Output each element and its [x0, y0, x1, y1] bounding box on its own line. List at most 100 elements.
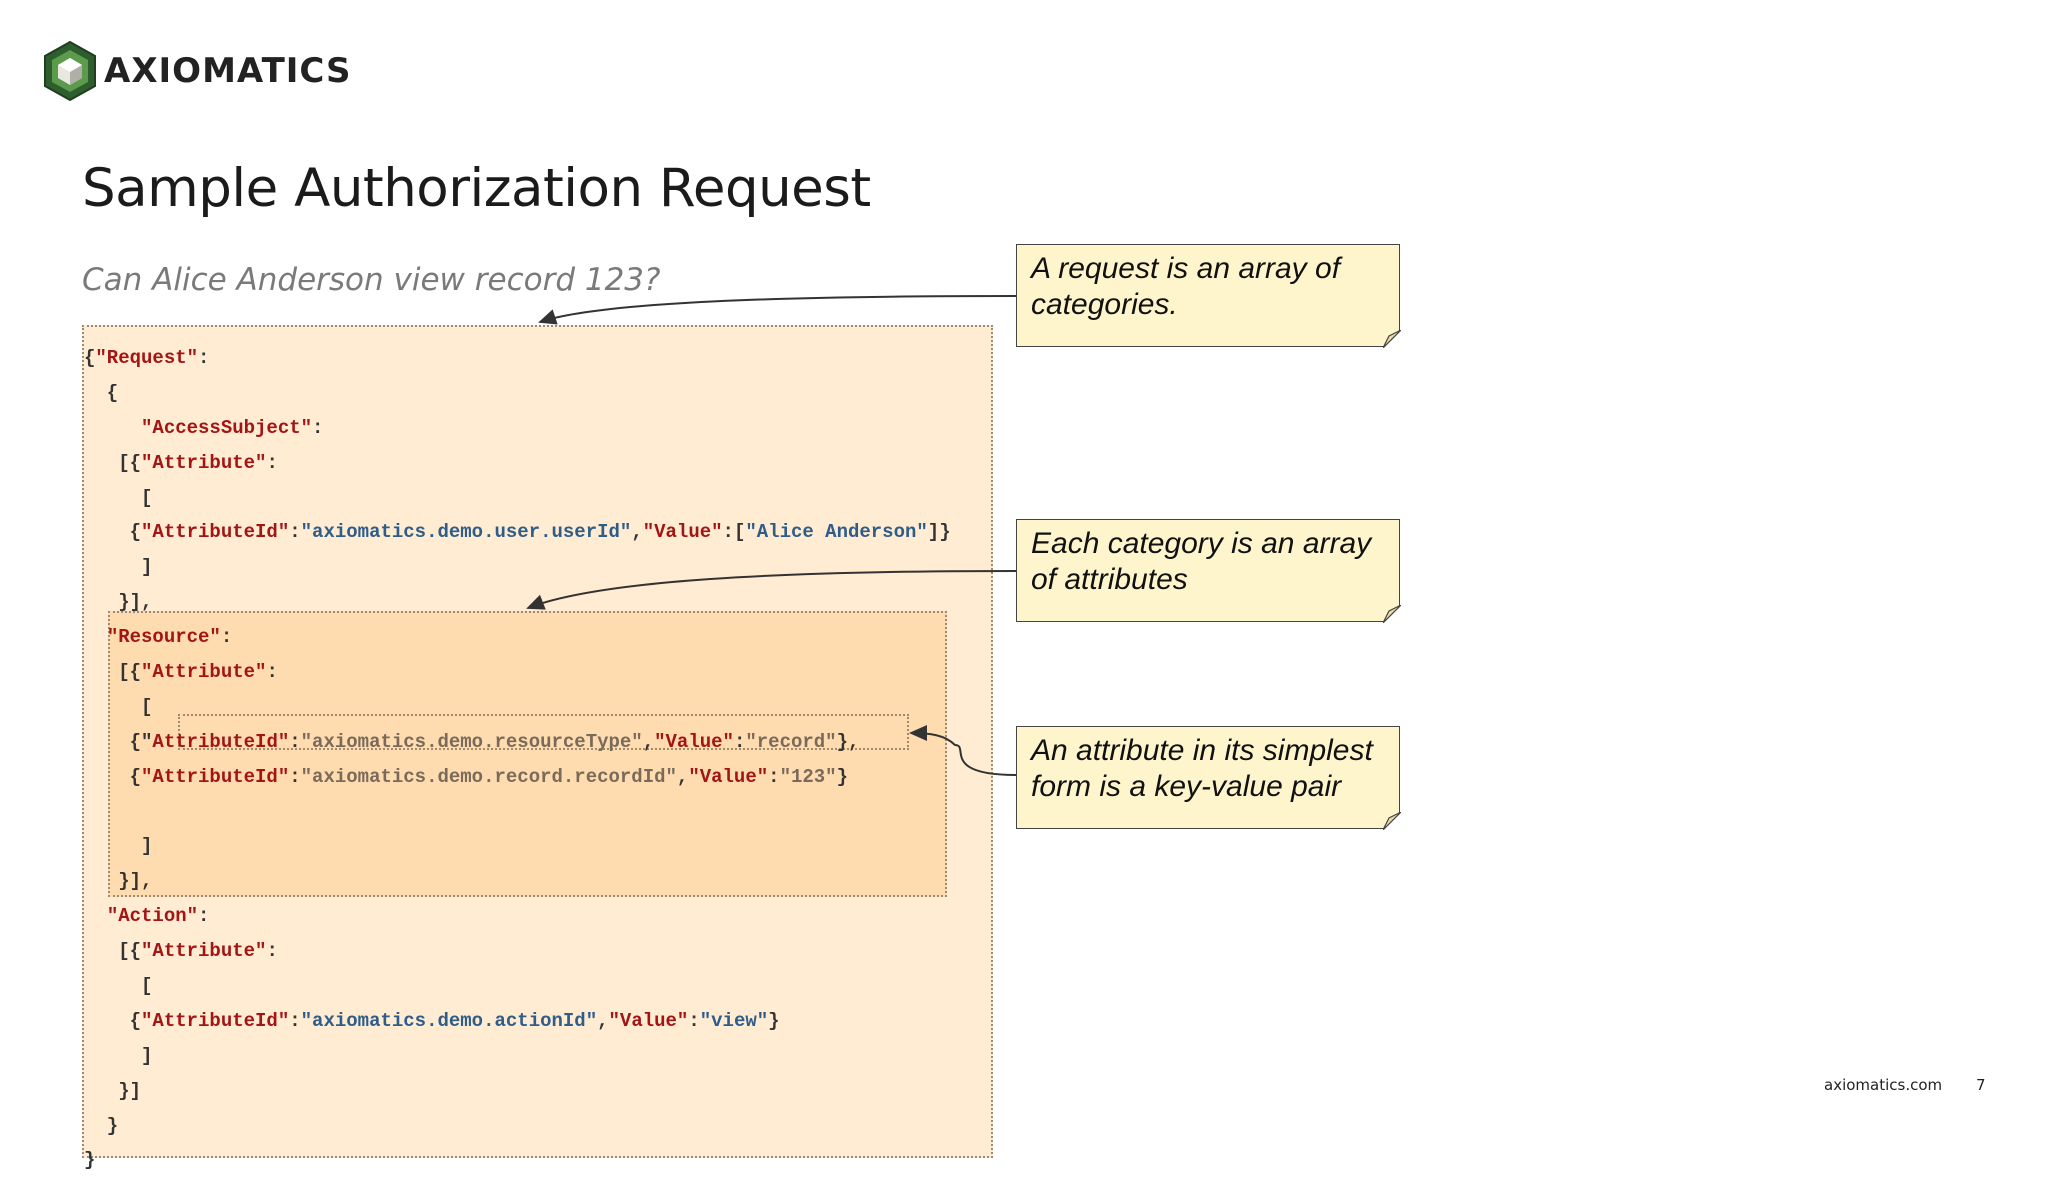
code-line: [ [84, 969, 951, 1004]
code-token: , [676, 765, 689, 788]
code-token: } [84, 1149, 96, 1172]
code-token: , [642, 730, 655, 753]
code-token: { [84, 381, 119, 404]
arrow-request [538, 295, 1017, 325]
code-token: : [768, 765, 780, 788]
code-token: "Action" [106, 905, 199, 928]
code-token: : [198, 347, 210, 369]
code-token: : [220, 626, 233, 649]
code-token: [ [84, 695, 153, 718]
code-token: , [597, 1009, 609, 1032]
code-token: }, [836, 730, 860, 753]
code-line: {"Request": [84, 341, 951, 376]
code-token: {" [84, 730, 153, 753]
code-token: : [198, 905, 210, 928]
code-token: "Alice Anderson" [745, 521, 928, 544]
code-token: : [289, 1009, 301, 1032]
code-line: ] [84, 1039, 951, 1074]
slide-title: Sample Authorization Request [82, 158, 871, 219]
code-token: "123" [779, 765, 837, 788]
code-line [84, 795, 951, 830]
code-token: : [266, 940, 278, 963]
code-token: { [84, 765, 142, 788]
code-token: }] [84, 1079, 142, 1102]
code-line: "Action": [84, 899, 951, 934]
code-token: "Attribute" [141, 940, 267, 963]
code-token: "record" [745, 730, 837, 753]
code-token: : [289, 765, 301, 788]
note-line: Each category is an array [1031, 527, 1372, 560]
code-line: { [84, 376, 951, 411]
code-token: "AttributeId" [141, 1009, 290, 1032]
note-line: of attributes [1031, 563, 1188, 596]
code-token: , [631, 521, 643, 544]
code-token: : [266, 451, 278, 474]
code-line: }], [84, 585, 951, 620]
code-token: : [289, 521, 301, 544]
code-token: }], [84, 591, 153, 614]
code-token: [{ [84, 451, 142, 474]
code-line: {"AttributeId":"axiomatics.demo.record.r… [84, 760, 951, 795]
note-request-array: A request is an array of categories. [1016, 244, 1401, 348]
code-line: [ [84, 481, 951, 516]
code-token: "Resource" [106, 626, 221, 649]
resource-category-box [108, 611, 947, 897]
code-token: { [84, 347, 96, 369]
slide-subtitle: Can Alice Anderson view record 123? [82, 262, 661, 298]
code-line: ] [84, 550, 951, 585]
page-number: 7 [1976, 1076, 1986, 1094]
code-token: "axiomatics.demo.user.userId" [300, 521, 632, 544]
logo-text: AXIOMATICS [104, 51, 352, 91]
code-token: : [688, 1009, 700, 1032]
code-line: } [84, 1109, 951, 1144]
code-token: : [289, 730, 301, 753]
code-token: :[ [722, 521, 746, 544]
code-token: : [266, 661, 278, 684]
logo: AXIOMATICS [42, 38, 352, 104]
code-token: "Value" [688, 765, 769, 788]
code-line: [{"Attribute": [84, 655, 951, 690]
page-fold-icon [1383, 812, 1401, 830]
code-token: [{ [84, 940, 142, 963]
code-token: "AttributeId" [141, 765, 290, 788]
page-fold-icon [1383, 605, 1401, 623]
code-token: [ [84, 975, 153, 998]
note-line: form is a key-value pair [1031, 770, 1342, 803]
code-token: ] [84, 556, 153, 579]
code-line: {"AttributeId":"axiomatics.demo.resource… [84, 725, 951, 760]
code-token: "AttributeId" [141, 521, 290, 544]
code-token: "Value" [608, 1009, 689, 1032]
code-token: "Attribute" [141, 661, 267, 684]
code-token: { [84, 1009, 142, 1032]
code-token: "Value" [654, 730, 734, 753]
code-line: {"AttributeId":"axiomatics.demo.actionId… [84, 1004, 951, 1039]
footer-url[interactable]: axiomatics.com [1824, 1076, 1943, 1094]
attribute-highlight-box [178, 714, 909, 750]
json-code-block: {"Request": { "AccessSubject": [{"Attrib… [84, 341, 951, 1178]
code-token: ]} [927, 521, 951, 544]
note-category-array: Each category is an array of attributes [1016, 519, 1401, 623]
code-token: ] [84, 835, 153, 858]
code-token: }], [84, 870, 153, 893]
code-token: : [733, 730, 746, 753]
code-token: "axiomatics.demo.record.recordId" [300, 765, 677, 788]
code-token: } [84, 1114, 119, 1137]
code-token: AttributeId" [152, 730, 290, 753]
code-line: }], [84, 864, 951, 899]
code-token: "AccessSubject" [141, 416, 313, 439]
code-line: ] [84, 829, 951, 864]
code-line: }] [84, 1074, 951, 1109]
code-line: "Resource": [84, 620, 951, 655]
code-token: [{ [84, 661, 142, 684]
code-token [84, 417, 141, 439]
code-token: "axiomatics.demo.resourceType" [300, 730, 643, 753]
note-line: categories. [1031, 288, 1178, 321]
code-token: "view" [699, 1009, 769, 1032]
code-token: } [768, 1009, 780, 1032]
hexagon-cube-icon [44, 40, 96, 102]
note-key-value-pair: An attribute in its simplest form is a k… [1016, 726, 1401, 830]
code-line: "AccessSubject": [84, 411, 951, 446]
code-token [84, 905, 107, 927]
code-line: {"AttributeId":"axiomatics.demo.user.use… [84, 515, 951, 550]
note-line: A request is an array of [1031, 252, 1341, 285]
